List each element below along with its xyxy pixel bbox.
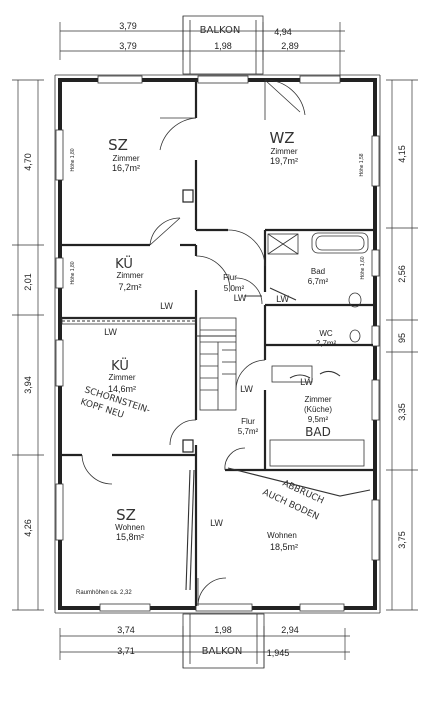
room-flur-low-name: Flur xyxy=(241,417,255,426)
balcony-top xyxy=(182,15,264,75)
dim-bottom-1: 3,74 xyxy=(117,625,135,635)
room-kueche-area: 9,5m² xyxy=(308,415,329,424)
dim-top-2: 4,94 xyxy=(274,27,292,37)
room-flur-top-area: 5,0m² xyxy=(224,284,245,293)
dim-top-3: 3,79 xyxy=(119,41,137,51)
dim-top-1: 3,79 xyxy=(119,21,137,31)
dim-bottom-3: 2,94 xyxy=(281,625,299,635)
bathroom-fixtures xyxy=(267,232,369,467)
room-kueche-sub: (Küche) xyxy=(304,405,332,414)
balcony-bottom xyxy=(182,613,265,669)
dim-top-5: 2,89 xyxy=(281,41,299,51)
room-bad-window: Höhe 1,60 xyxy=(360,256,366,279)
dim-right-1: 4,15 xyxy=(397,145,407,163)
dim-top-4: 1,98 xyxy=(214,41,232,51)
staircase xyxy=(200,329,236,410)
dim-right-4: 3,35 xyxy=(397,403,407,421)
dim-left-2: 2,01 xyxy=(23,273,33,291)
balcony-bottom-label: BALKON xyxy=(202,646,243,657)
room-wc-name: WC xyxy=(319,329,333,338)
dim-left-1: 4,70 xyxy=(23,153,33,171)
room-kue-mid-area: 14,6m² xyxy=(108,384,136,394)
balcony-top-label: BALKON xyxy=(200,25,241,36)
room-sz-top-area: 16,7m² xyxy=(112,163,140,173)
room-wz-hand: WZ xyxy=(269,129,294,147)
doors xyxy=(81,79,306,607)
room-kue-top-window: Höhe 1,80 xyxy=(70,261,76,284)
room-kue-top-name: Zimmer xyxy=(116,271,143,280)
dim-right-3: 95 xyxy=(397,333,407,343)
dim-left-3: 3,94 xyxy=(23,376,33,394)
note-raumhoehen: Raumhöhen ca. 2,32 xyxy=(76,590,132,596)
room-wohnen-area: 18,5m² xyxy=(270,542,298,552)
room-kue-top-area: 7,2m² xyxy=(118,282,141,292)
dim-left-4: 4,26 xyxy=(23,519,33,537)
room-wz-window: Höhe 1,58 xyxy=(359,153,365,176)
dim-bottom-2: 1,98 xyxy=(214,625,232,635)
room-sz-low-name: Wohnen xyxy=(115,523,145,532)
room-sz-top-name: Zimmer xyxy=(112,154,139,163)
note-lw-3: LW xyxy=(276,295,289,305)
room-kue-top-hand: KÜ xyxy=(115,255,133,272)
room-sz-top-window: Höhe 1,80 xyxy=(70,148,76,171)
note-lw-2: LW xyxy=(104,328,117,338)
room-sz-top-hand: SZ xyxy=(108,136,128,154)
room-sz-low-hand: SZ xyxy=(116,506,136,524)
room-kueche-name: Zimmer xyxy=(304,395,331,404)
dim-bottom-5: 1,945 xyxy=(267,648,290,658)
dim-bottom-4: 3,71 xyxy=(117,646,135,656)
room-flur-top-name: Flur xyxy=(223,273,237,282)
note-lw-1: LW xyxy=(160,302,173,312)
room-wz-area: 19,7m² xyxy=(270,156,298,166)
room-flur-top-hand: LW xyxy=(233,294,246,304)
note-lw-5: LW xyxy=(210,519,223,529)
room-wz-name: Zimmer xyxy=(270,147,297,156)
hand-annotations xyxy=(185,287,371,591)
room-wohnen-name: Wohnen xyxy=(267,531,297,540)
room-kue-mid-hand: KÜ xyxy=(111,357,129,374)
room-sz-low-area: 15,8m² xyxy=(116,532,144,542)
room-bad-area: 6,7m² xyxy=(308,277,329,286)
room-flur-low-area: 5,7m² xyxy=(238,427,259,436)
room-kue-mid-name: Zimmer xyxy=(108,373,135,382)
room-kueche-hand: BAD xyxy=(305,425,331,439)
room-bad-name: Bad xyxy=(311,267,325,276)
dim-right-5: 3,75 xyxy=(397,531,407,549)
room-wc-area: 2,7m² xyxy=(316,339,337,348)
dimension-lines xyxy=(12,16,418,668)
dim-right-2: 2,56 xyxy=(397,265,407,283)
note-lw-4: LW xyxy=(240,385,253,395)
note-lw-6: LW xyxy=(300,378,313,388)
